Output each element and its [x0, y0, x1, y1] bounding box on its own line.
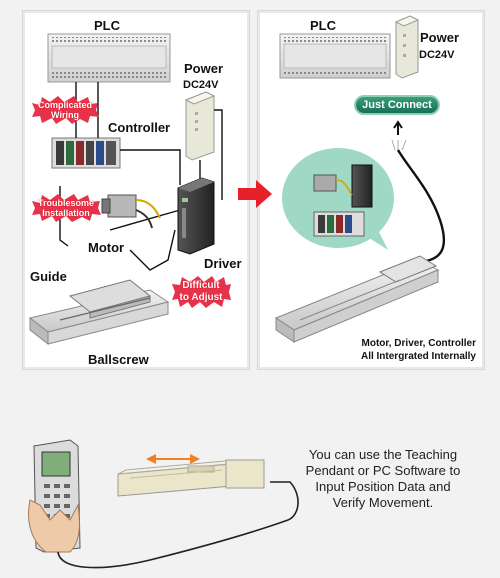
guide-label: Guide [30, 269, 67, 284]
plc-unit-right [279, 33, 391, 79]
teaching-line3: Input Position Data and [315, 479, 451, 494]
just-connect-badge: Just Connect [354, 95, 440, 115]
driver-label: Driver [204, 256, 242, 271]
teaching-pendant [28, 439, 81, 553]
connect-arrow [393, 120, 403, 135]
teaching-line1: You can use the Teaching [308, 447, 458, 462]
teaching-line4: Verify Movement. [332, 495, 434, 510]
motor-left [101, 194, 161, 229]
power-supply-right [394, 15, 420, 79]
plc-label-right: PLC [310, 18, 336, 33]
controller-modules [51, 137, 121, 169]
power-voltage-right: DC24V [419, 49, 455, 61]
linear-slide-left [28, 279, 170, 346]
badge-wiring-line1: Complicated [37, 100, 92, 110]
ballscrew-label: Ballscrew [88, 352, 149, 367]
plc-unit-left [47, 33, 171, 83]
badge-complicated-wiring: Complicated Wiring [30, 95, 100, 125]
badge-difficult-adjust: Difficult to Adjust [170, 275, 232, 309]
badge-wiring-line2: Wiring [51, 110, 79, 120]
integrated-caption: Motor, Driver, Controller All Intergrate… [300, 337, 476, 363]
badge-installation-line2: Installation [42, 208, 90, 218]
integrated-actuator [274, 255, 440, 343]
plc-label-left: PLC [94, 18, 120, 33]
integrated-caption-line2: All Intergrated Internally [360, 351, 476, 362]
power-label-right: Power [420, 30, 460, 45]
integrated-caption-line1: Motor, Driver, Controller [361, 338, 476, 349]
movement-arrow [146, 454, 200, 464]
transition-arrow [238, 180, 272, 208]
teaching-description: You can use the Teaching Pendant or PC S… [288, 447, 478, 511]
motor-label: Motor [88, 240, 125, 255]
integration-bubble [282, 148, 394, 250]
power-label-left: Power [184, 61, 224, 76]
bottom-actuator [117, 459, 265, 497]
teaching-line2: Pendant or PC Software to [305, 463, 461, 478]
pendant-cable [57, 481, 299, 569]
power-supply-left [184, 91, 216, 161]
controller-label: Controller [108, 120, 171, 135]
integrated-cable [396, 149, 446, 264]
badge-troublesome-installation: Troublesome Installation [30, 193, 102, 223]
badge-installation-line1: Troublesome [37, 198, 94, 208]
badge-adjust-line2: to Adjust [179, 292, 223, 303]
driver-unit-left [177, 177, 215, 255]
badge-adjust-line1: Difficult [182, 280, 220, 291]
power-voltage-left: DC24V [183, 79, 219, 91]
